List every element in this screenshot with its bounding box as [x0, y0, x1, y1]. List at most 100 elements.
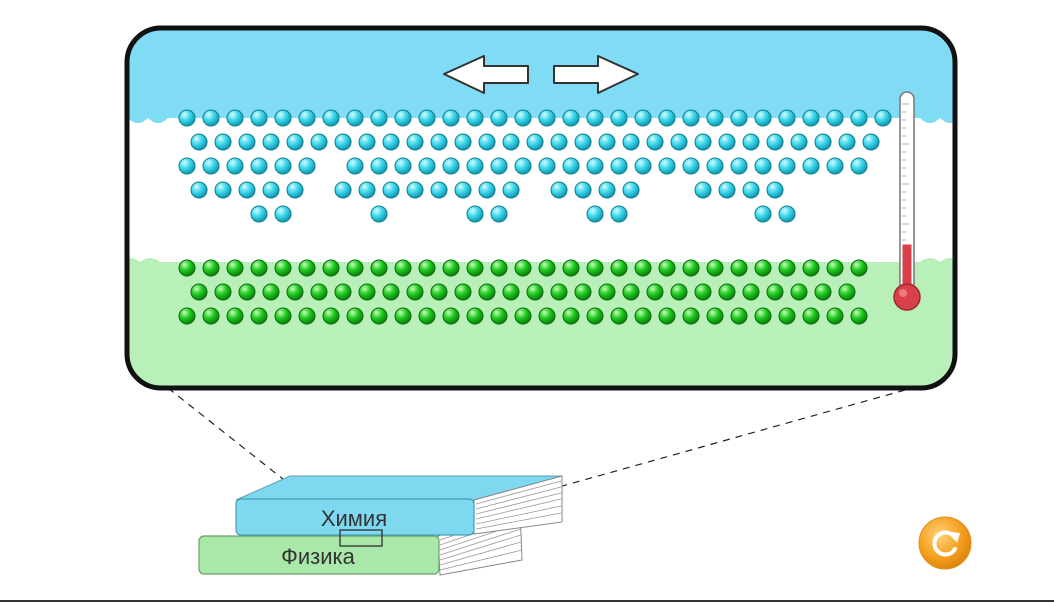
upper-particle	[430, 133, 448, 151]
lower-particle	[742, 283, 760, 301]
lower-particle	[658, 259, 676, 277]
lower-particle	[706, 259, 724, 277]
upper-particle	[454, 133, 472, 151]
lower-particle	[658, 307, 676, 325]
upper-particle	[262, 181, 280, 199]
lower-particle	[490, 259, 508, 277]
upper-particle	[778, 205, 796, 223]
lower-particle	[754, 259, 772, 277]
upper-particle	[658, 109, 676, 127]
upper-particle	[754, 157, 772, 175]
lower-particle	[322, 307, 340, 325]
upper-particle	[754, 205, 772, 223]
upper-particle	[610, 157, 628, 175]
upper-particle	[610, 109, 628, 127]
upper-particle	[730, 109, 748, 127]
upper-particle	[562, 109, 580, 127]
lower-particle	[514, 307, 532, 325]
upper-particle	[682, 157, 700, 175]
lower-particle	[598, 283, 616, 301]
upper-particle	[370, 205, 388, 223]
lower-particle	[358, 283, 376, 301]
lower-particle	[310, 283, 328, 301]
upper-particle	[574, 133, 592, 151]
lower-particle	[430, 283, 448, 301]
upper-particle	[358, 133, 376, 151]
lower-particle	[490, 307, 508, 325]
lower-particle	[478, 283, 496, 301]
upper-particle	[394, 109, 412, 127]
reset-button[interactable]	[918, 516, 972, 570]
upper-particle	[418, 157, 436, 175]
lower-particle	[226, 307, 244, 325]
book-physics-title: Физика	[281, 544, 355, 569]
lower-particle	[826, 259, 844, 277]
lower-particle	[790, 283, 808, 301]
lower-particle	[550, 283, 568, 301]
lower-particle	[850, 259, 868, 277]
upper-particle	[766, 181, 784, 199]
upper-particle	[490, 157, 508, 175]
lower-particle	[202, 259, 220, 277]
lower-layer-region	[127, 258, 955, 388]
upper-particle	[850, 157, 868, 175]
upper-particle	[814, 133, 832, 151]
upper-particle	[250, 109, 268, 127]
upper-particle	[622, 181, 640, 199]
upper-layer-region	[127, 28, 955, 123]
upper-particle	[298, 157, 316, 175]
upper-particle	[742, 133, 760, 151]
upper-particle	[490, 109, 508, 127]
upper-particle	[586, 157, 604, 175]
upper-particle	[838, 133, 856, 151]
upper-particle	[382, 181, 400, 199]
lower-particle	[610, 259, 628, 277]
lower-particle	[538, 259, 556, 277]
upper-particle	[670, 133, 688, 151]
lower-particle	[406, 283, 424, 301]
upper-particle	[250, 157, 268, 175]
lower-particle	[298, 259, 316, 277]
lower-particle	[646, 283, 664, 301]
upper-particle	[826, 157, 844, 175]
upper-particle	[250, 205, 268, 223]
lower-particle	[298, 307, 316, 325]
lower-particle	[682, 259, 700, 277]
upper-particle	[706, 157, 724, 175]
upper-particle	[646, 133, 664, 151]
upper-particle	[538, 157, 556, 175]
lower-particle	[802, 307, 820, 325]
lower-particle	[802, 259, 820, 277]
lower-particle	[274, 307, 292, 325]
lower-particle	[706, 307, 724, 325]
lower-particle	[622, 283, 640, 301]
lower-particle	[454, 283, 472, 301]
lower-particle	[538, 307, 556, 325]
lower-particle	[514, 259, 532, 277]
upper-particle	[274, 205, 292, 223]
upper-particle	[766, 133, 784, 151]
lower-particle	[322, 259, 340, 277]
upper-particle	[286, 133, 304, 151]
upper-particle	[466, 205, 484, 223]
lower-particle	[370, 259, 388, 277]
lower-particle	[178, 259, 196, 277]
upper-particle	[274, 109, 292, 127]
upper-particle	[586, 205, 604, 223]
upper-particle	[418, 109, 436, 127]
lower-particle	[586, 259, 604, 277]
thermometer-level	[902, 244, 912, 294]
upper-particle	[874, 109, 892, 127]
lower-particle	[370, 307, 388, 325]
arrow-right-icon[interactable]	[553, 55, 639, 94]
lower-particle	[250, 259, 268, 277]
upper-particle	[286, 181, 304, 199]
lower-particle	[466, 307, 484, 325]
arrow-left-icon[interactable]	[443, 55, 529, 94]
lower-particle	[838, 283, 856, 301]
upper-particle	[178, 157, 196, 175]
magnified-view-panel	[124, 25, 958, 391]
upper-particle	[370, 109, 388, 127]
lower-particle	[778, 307, 796, 325]
lower-particle	[214, 283, 232, 301]
